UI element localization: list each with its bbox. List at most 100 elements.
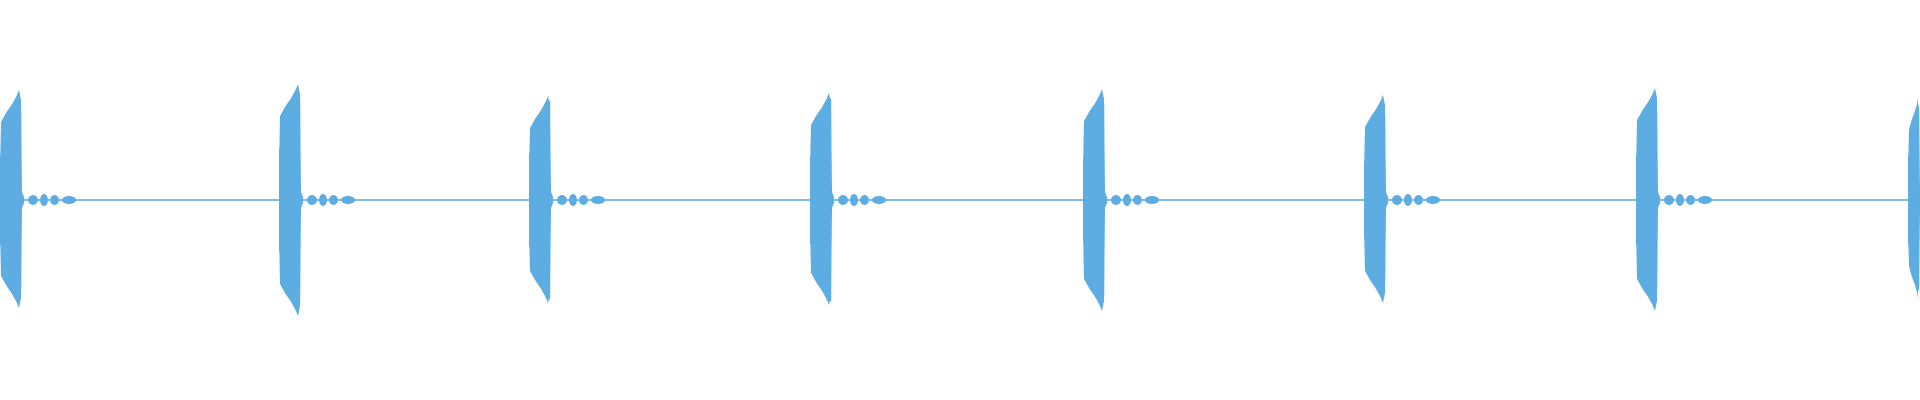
- waveform-burst-sample: [1648, 124, 1650, 276]
- waveform-ripple: [329, 195, 338, 205]
- waveform-burst: [1908, 98, 1920, 298]
- waveform-burst-sample: [529, 153, 531, 247]
- waveform-ripple: [1133, 195, 1142, 205]
- waveform-burst-sample: [1372, 139, 1374, 261]
- waveform-burst: [1083, 89, 1159, 311]
- waveform-burst-sample: [812, 145, 814, 255]
- waveform-burst-sample: [1914, 123, 1916, 277]
- waveform-burst-sample: [543, 111, 545, 289]
- waveform-burst-sample: [814, 138, 816, 262]
- waveform-burst-sample: [541, 115, 543, 285]
- waveform-burst-sample: [1087, 142, 1089, 258]
- waveform-burst-sample: [822, 116, 824, 284]
- waveform-burst-sample: [8, 131, 10, 269]
- waveform-burst-sample: [816, 132, 818, 268]
- waveform-burst-sample: [283, 130, 285, 270]
- waveform-burst-sample: [1638, 146, 1640, 254]
- waveform-burst: [529, 96, 605, 303]
- waveform-burst-sample: [1652, 118, 1654, 282]
- waveform-burst-sample: [1650, 121, 1652, 279]
- waveform-burst-sample: [1918, 111, 1920, 289]
- waveform-burst-sample: [14, 120, 16, 280]
- waveform-burst-sample: [1378, 128, 1380, 272]
- waveform-layer: [0, 84, 1920, 316]
- waveform-burst-sample: [1366, 153, 1368, 247]
- waveform-burst-sample: [1656, 112, 1658, 288]
- waveform-burst-sample: [0, 155, 2, 245]
- waveform-burst-sample: [531, 142, 533, 258]
- waveform-burst-sample: [4, 140, 6, 260]
- waveform-ripple: [1392, 195, 1402, 205]
- waveform-burst-sample: [299, 97, 301, 303]
- waveform-burst-sample: [828, 102, 830, 298]
- waveform-burst-sample: [1644, 131, 1646, 269]
- waveform-burst-sample: [1370, 143, 1372, 257]
- waveform-burst-sample: [1097, 117, 1099, 283]
- waveform-burst-sample: [1099, 112, 1101, 288]
- waveform-ripple: [1123, 194, 1131, 206]
- waveform-burst-sample: [1083, 158, 1085, 242]
- waveform-burst-sample: [291, 110, 293, 290]
- waveform-burst-sample: [1382, 121, 1384, 279]
- waveform-burst-sample: [545, 107, 547, 293]
- waveform-burst-sample: [295, 103, 297, 297]
- waveform-burst-sample: [1910, 140, 1912, 260]
- waveform-burst-sample: [10, 127, 12, 273]
- waveform-burst-sample: [12, 124, 14, 276]
- waveform-burst-sample: [1646, 128, 1648, 272]
- waveform-ripple: [1414, 195, 1423, 205]
- waveform-burst: [810, 93, 886, 305]
- waveform-burst-sample: [549, 100, 551, 300]
- waveform-burst-sample: [1384, 117, 1386, 283]
- waveform-burst-sample: [1101, 108, 1103, 292]
- waveform-ripple: [1686, 195, 1695, 205]
- waveform-burst-sample: [1654, 115, 1656, 285]
- waveform-burst: [279, 84, 355, 316]
- waveform-burst-sample: [293, 107, 295, 293]
- waveform-burst-sample: [285, 124, 287, 276]
- waveform-ripple: [341, 196, 355, 204]
- waveform-burst-sample: [1095, 122, 1097, 278]
- waveform-baseline: [0, 199, 1920, 201]
- waveform-burst: [1636, 88, 1712, 311]
- waveform-burst-sample: [297, 100, 299, 300]
- waveform-burst-sample: [1093, 127, 1095, 273]
- waveform-burst-sample: [533, 136, 535, 264]
- waveform-burst-sample: [6, 135, 8, 265]
- waveform-burst-sample: [1091, 131, 1093, 269]
- waveform-burst-sample: [1912, 131, 1914, 269]
- waveform-burst-sample: [1636, 156, 1638, 244]
- waveform-burst: [1364, 95, 1440, 303]
- waveform-burst-sample: [1085, 149, 1087, 251]
- waveform-burst-sample: [2, 145, 4, 255]
- waveform-burst-sample: [810, 155, 812, 245]
- waveform-burst-sample: [1380, 124, 1382, 276]
- waveform-burst-sample: [1374, 135, 1376, 265]
- waveform-burst-sample: [1916, 117, 1918, 283]
- waveform-burst: [0, 90, 76, 308]
- waveform-burst-sample: [281, 137, 283, 263]
- waveform-burst-sample: [1089, 137, 1091, 263]
- waveform-burst-sample: [539, 120, 541, 280]
- waveform-burst-sample: [279, 148, 281, 252]
- waveform-ripple: [1664, 195, 1674, 205]
- waveform-burst-sample: [1103, 103, 1105, 297]
- waveform-burst-sample: [826, 107, 828, 293]
- waveform-burst-sample: [547, 103, 549, 297]
- waveform-burst-sample: [18, 115, 20, 285]
- waveform-burst-sample: [1368, 148, 1370, 252]
- waveform-ripple: [1426, 196, 1440, 204]
- waveform-burst-sample: [535, 130, 537, 270]
- waveform-ripple: [1145, 196, 1159, 204]
- waveform-burst-sample: [1642, 136, 1644, 264]
- waveform-ripple: [28, 195, 38, 205]
- waveform-ripple: [579, 195, 588, 205]
- waveform-ripple: [40, 194, 48, 206]
- waveform-burst-sample: [1908, 155, 1910, 245]
- waveform-ripple: [872, 196, 886, 204]
- waveform-ripple: [838, 195, 848, 205]
- waveform-ripple: [62, 196, 76, 204]
- waveform-ripple: [591, 196, 605, 204]
- waveform-burst-sample: [20, 112, 22, 288]
